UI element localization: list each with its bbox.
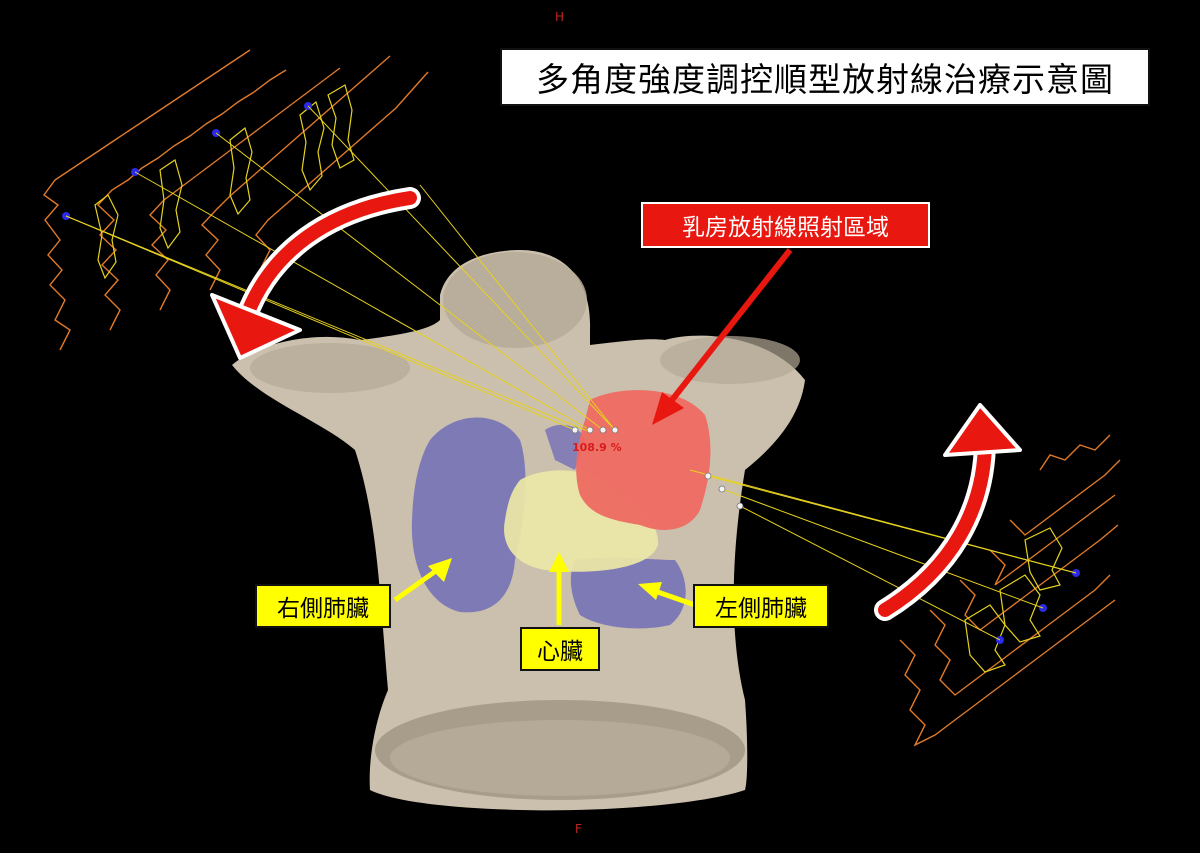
heart-label: 心臟 (520, 627, 600, 671)
right-beam-fields (899, 434, 1121, 747)
left-lung-callout-arrow-icon (638, 582, 696, 608)
diagram-title: 多角度強度調控順型放射線治療示意圖 (500, 48, 1150, 106)
right-beam-apertures (964, 527, 1063, 673)
orientation-foot-marker: F (575, 822, 582, 836)
orientation-head-marker: H (555, 10, 565, 24)
breast-target-volume (576, 390, 711, 530)
isocenter-markers (571, 426, 744, 510)
breast-area-label: 乳房放射線照射區域 (641, 202, 930, 248)
left-beam-sources (62, 102, 312, 220)
dose-readout: 108.9 % (572, 441, 622, 454)
left-beam-apertures (94, 84, 355, 280)
rotation-arrow-left-icon (210, 187, 421, 360)
right-lung-callout-arrow-icon (393, 558, 452, 603)
breast-callout-arrow-icon (652, 248, 793, 425)
left-lung-label: 左側肺臟 (693, 584, 829, 628)
rotation-arrow-right-icon (874, 403, 1022, 621)
heart-callout-arrow-icon (549, 552, 569, 625)
beam-lines (65, 105, 1077, 641)
right-lung-label: 右側肺臟 (255, 584, 391, 628)
